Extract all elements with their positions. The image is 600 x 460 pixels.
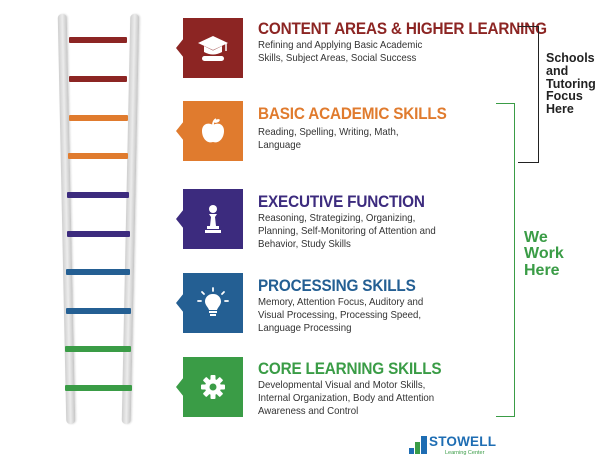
graduation-cap-icon [198,36,228,61]
ladder-rung [68,153,128,159]
we-work-bracket [496,103,515,417]
chess-piece-icon [205,205,221,233]
schools-focus-label: Schools and Tutoring Focus Here [546,51,596,116]
level-tile-processing-skills [176,273,243,333]
tile-notch [176,121,184,141]
tile-notch [176,293,184,313]
ladder-rung [69,115,128,121]
level-description: Refining and Applying Basic Academic Ski… [258,39,423,64]
ladder-rung [66,269,130,275]
tile-notch [176,377,184,397]
tile-notch [176,209,184,229]
level-description: Reasoning, Strategizing, Organizing, Pla… [258,212,436,250]
level-tile-executive-function [176,189,243,249]
stowell-logo: STOWELL Learning Center [409,432,509,458]
logo-name: STOWELL [429,434,497,449]
ladder-rung [67,231,130,237]
logo-tagline: Learning Center [445,450,485,456]
lightbulb-icon [197,287,229,316]
ladder-rung [67,192,129,198]
level-tile-core-learning [176,357,243,417]
level-description: Memory, Attention Focus, Auditory and Vi… [258,296,424,334]
level-tile-basic-academic [176,101,243,161]
level-tile-content-areas [176,18,243,78]
tile-notch [176,38,184,58]
level-title: PROCESSING SKILLS [258,276,416,295]
gear-icon [201,375,225,399]
ladder-rung [66,308,131,314]
level-description: Developmental Visual and Motor Skills, I… [258,379,435,417]
ladder-rung [69,76,127,82]
level-title: BASIC ACADEMIC SKILLS [258,104,447,123]
level-description: Reading, Spelling, Writing, Math, Langua… [258,126,399,151]
level-title: CORE LEARNING SKILLS [258,359,442,378]
ladder-rung [65,346,131,352]
schools-bracket [518,26,539,163]
level-title: CONTENT AREAS & HIGHER LEARNING [258,19,547,38]
ladder-rung [69,37,127,43]
ladder-rung [65,385,132,391]
level-title: EXECUTIVE FUNCTION [258,192,425,211]
we-work-label: We Work Here [524,229,564,279]
logo-mark-icon [409,436,427,454]
apple-icon [202,118,224,143]
